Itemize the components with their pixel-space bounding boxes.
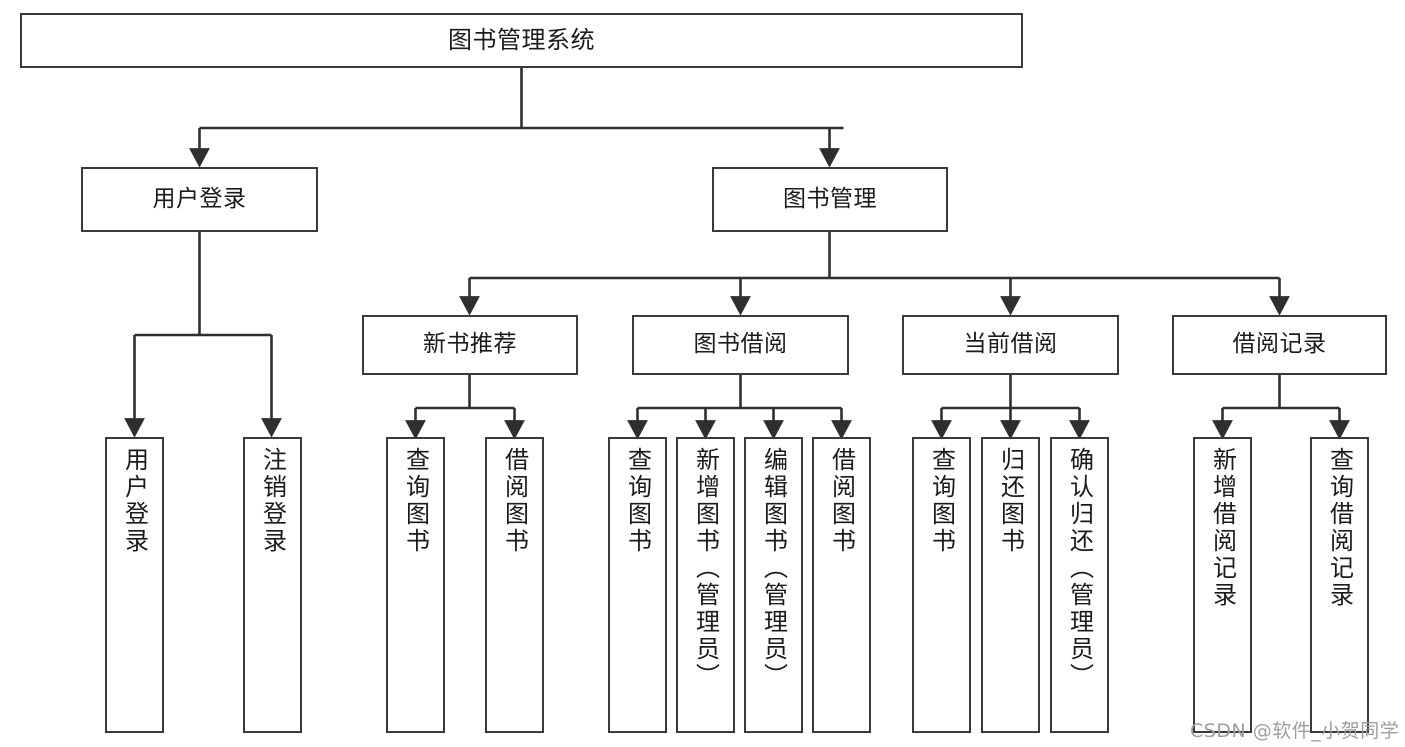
node-book-manage-label: 图书管理 [783, 185, 877, 212]
node-leaf-query-book-3[interactable]: 查询图书 [912, 437, 971, 733]
node-leaf-add-book-admin-label: 新增图书（管理员） [691, 447, 720, 690]
node-leaf-user-logout[interactable]: 注销登录 [243, 437, 302, 733]
node-leaf-borrow-book-2[interactable]: 借阅图书 [812, 437, 871, 733]
node-leaf-query-book-2[interactable]: 查询图书 [608, 437, 667, 733]
node-leaf-user-login-label: 用户登录 [120, 447, 149, 555]
node-leaf-user-logout-label: 注销登录 [258, 447, 287, 555]
node-user-login-label: 用户登录 [152, 185, 247, 212]
node-leaf-return-book[interactable]: 归还图书 [981, 437, 1040, 733]
node-borrow-record-label: 借阅记录 [1232, 331, 1327, 358]
node-leaf-add-borrow-record[interactable]: 新增借阅记录 [1193, 437, 1252, 733]
node-book-borrow-label: 图书借阅 [693, 331, 788, 358]
node-leaf-return-book-label: 归还图书 [996, 447, 1025, 555]
node-leaf-borrow-book-2-label: 借阅图书 [827, 447, 856, 555]
node-borrow-record[interactable]: 借阅记录 [1172, 315, 1387, 375]
node-leaf-query-borrow-record[interactable]: 查询借阅记录 [1310, 437, 1369, 733]
node-root[interactable]: 图书管理系统 [20, 13, 1023, 68]
node-leaf-query-book-1[interactable]: 查询图书 [386, 437, 445, 733]
node-leaf-query-borrow-record-label: 查询借阅记录 [1325, 447, 1354, 609]
node-leaf-confirm-return-admin[interactable]: 确认归还（管理员） [1050, 437, 1109, 733]
node-new-book-rec-label: 新书推荐 [423, 331, 517, 358]
node-leaf-add-book-admin[interactable]: 新增图书（管理员） [676, 437, 735, 733]
node-current-borrow-label: 当前借阅 [963, 331, 1058, 358]
node-current-borrow[interactable]: 当前借阅 [902, 315, 1119, 375]
node-user-login[interactable]: 用户登录 [81, 167, 318, 232]
node-leaf-user-login[interactable]: 用户登录 [105, 437, 164, 733]
node-leaf-confirm-return-admin-label: 确认归还（管理员） [1065, 447, 1094, 690]
node-leaf-query-book-3-label: 查询图书 [927, 447, 956, 555]
node-leaf-borrow-book-1[interactable]: 借阅图书 [485, 437, 544, 733]
node-leaf-query-book-1-label: 查询图书 [401, 447, 430, 555]
node-new-book-rec[interactable]: 新书推荐 [362, 315, 578, 375]
node-leaf-query-book-2-label: 查询图书 [623, 447, 652, 555]
node-leaf-edit-book-admin[interactable]: 编辑图书（管理员） [744, 437, 803, 733]
csdn-watermark: CSDN @软件_小贺同学 [1190, 720, 1400, 742]
node-root-label: 图书管理系统 [448, 26, 595, 55]
node-book-borrow[interactable]: 图书借阅 [632, 315, 849, 375]
node-leaf-edit-book-admin-label: 编辑图书（管理员） [759, 447, 788, 690]
node-leaf-add-borrow-record-label: 新增借阅记录 [1208, 447, 1237, 609]
node-book-manage[interactable]: 图书管理 [712, 167, 948, 232]
node-leaf-borrow-book-1-label: 借阅图书 [500, 447, 529, 555]
